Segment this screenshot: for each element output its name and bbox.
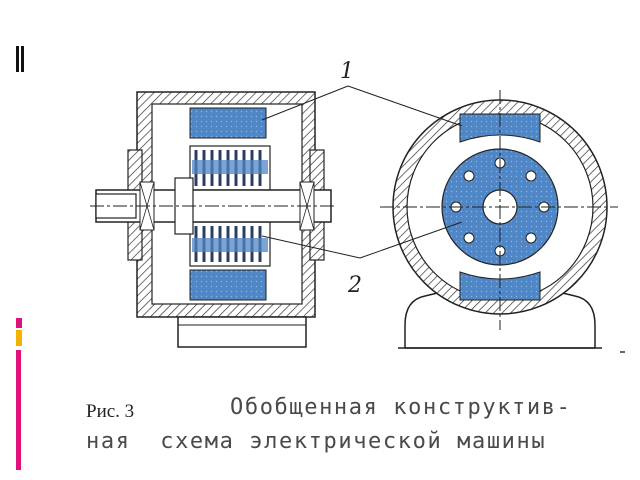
rotor-core [189,145,271,267]
caption-line-1: Обобщенная конструктив- [230,395,572,420]
pole-top [459,113,541,143]
callout-2-label: 2 [347,273,362,298]
base-foot [177,316,307,348]
edge-mark-pink-bar [16,350,21,470]
caption-line-2: ная схема электрической машины [86,429,547,454]
front-section-view [380,90,618,349]
callout-1: 1 [261,59,463,127]
figure-caption: Рис. 3 Обобщенная конструктив- ная схема… [0,395,640,465]
electric-machine-diagram: 1 2 [90,59,625,353]
callout-1-label: 1 [340,59,354,84]
stator-coil-bottom [189,269,267,301]
figure-label: Рис. 3 [86,401,135,422]
callout-2: 2 [261,221,463,298]
stator-coil-top [189,107,267,139]
edge-mark-yellow [16,330,22,346]
edge-mark-top-inner [19,46,21,72]
side-section-view [90,91,335,348]
edge-mark-pink-top [16,318,22,328]
